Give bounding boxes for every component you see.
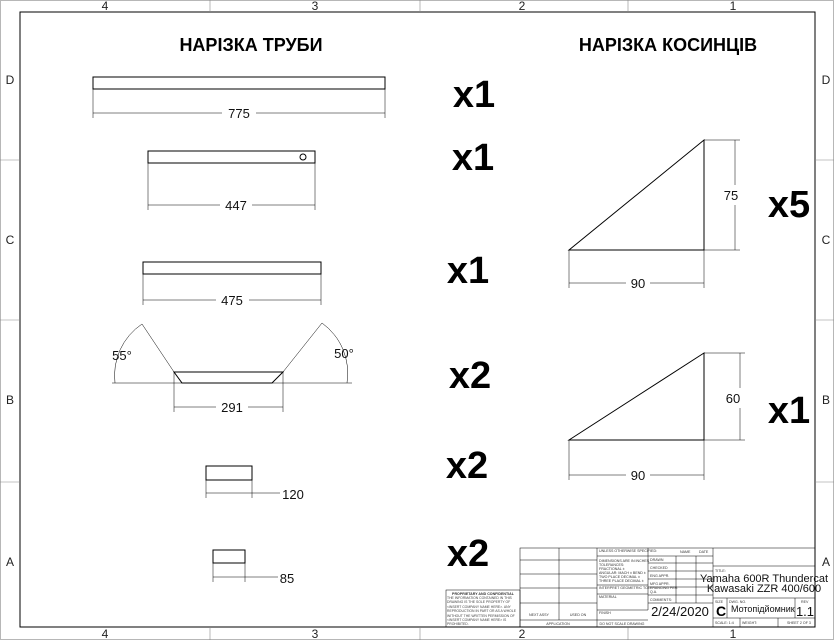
zone-col: 2 bbox=[519, 627, 526, 640]
dim-85: 85 bbox=[280, 571, 294, 586]
dim-90: 90 bbox=[631, 468, 645, 483]
drawn: DRAWN bbox=[650, 558, 664, 562]
scale: SCALE: 1:4 bbox=[715, 621, 734, 625]
zone-row: A bbox=[822, 555, 830, 569]
revision: 1.1 bbox=[796, 604, 814, 619]
gusset-part-60x90 bbox=[567, 352, 745, 480]
qty-part-3: x1 bbox=[447, 250, 489, 292]
pipe-part-447 bbox=[147, 150, 316, 210]
dims-note: DIMENSIONS ARE IN INCHES bbox=[599, 559, 650, 563]
weight: WEIGHT: bbox=[742, 621, 757, 625]
qty-gusset-2: x1 bbox=[768, 390, 810, 432]
dim-475: 475 bbox=[221, 293, 243, 308]
zone-col: 1 bbox=[730, 627, 737, 640]
qa: Q.A. bbox=[650, 590, 657, 594]
pipe-part-775 bbox=[92, 76, 386, 118]
dwg-no-label: DWG. NO. bbox=[729, 600, 746, 604]
dim-90: 90 bbox=[631, 276, 645, 291]
sheet-number: SHEET 2 OF 3 bbox=[787, 621, 811, 625]
pipe-part-291-angled bbox=[112, 322, 352, 412]
unless-specified: UNLESS OTHERWISE SPECIFIED: bbox=[599, 549, 657, 553]
zone-row: B bbox=[822, 393, 830, 407]
title-label: TITLE: bbox=[715, 569, 726, 573]
zone-col: 3 bbox=[312, 0, 319, 13]
proprietary-title: PROPRIETARY AND CONFIDENTIAL bbox=[452, 592, 515, 596]
application: APPLICATION bbox=[546, 622, 570, 626]
comments: COMMENTS: bbox=[650, 598, 672, 602]
proprietary-text: THE INFORMATION CONTAINED IN THIS DRAWIN… bbox=[447, 596, 516, 626]
used-on: USED ON bbox=[570, 613, 587, 617]
finish: FINISH bbox=[599, 611, 611, 615]
inner-border bbox=[19, 11, 816, 628]
gusset-part-75x90 bbox=[567, 138, 740, 288]
rev-label: REV bbox=[801, 600, 809, 604]
do-not-scale: DO NOT SCALE DRAWING bbox=[600, 622, 645, 626]
zone-row: C bbox=[822, 233, 831, 247]
angle-55: 55° bbox=[112, 348, 132, 363]
zone-col: 3 bbox=[312, 627, 319, 640]
size-label: SIZE bbox=[715, 600, 724, 604]
zone-col: 4 bbox=[102, 627, 109, 640]
angular: ANGULAR: MACH ± BEND ± bbox=[599, 571, 646, 575]
zone-row: D bbox=[822, 73, 831, 87]
three-place: THREE PLACE DECIMAL ± bbox=[599, 579, 644, 583]
material: MATERIAL bbox=[599, 595, 617, 599]
zone-row: C bbox=[6, 233, 15, 247]
qty-part-4: x2 bbox=[449, 355, 491, 397]
dim-775: 775 bbox=[228, 106, 250, 121]
angle-50: 50° bbox=[334, 346, 354, 361]
date-header: DATE bbox=[699, 550, 709, 554]
name-header: NAME bbox=[680, 550, 691, 554]
title-block: PROPRIETARY AND CONFIDENTIAL THE INFORMA… bbox=[445, 547, 828, 628]
qty-gusset-1: x5 bbox=[768, 184, 810, 226]
drawing-date: 2/24/2020 bbox=[651, 604, 709, 619]
checked: CHECKED bbox=[650, 566, 668, 570]
zone-col: 4 bbox=[102, 0, 109, 13]
pipe-part-85 bbox=[212, 549, 278, 582]
zone-row: B bbox=[6, 393, 14, 407]
pipe-part-120 bbox=[205, 465, 280, 498]
dim-60: 60 bbox=[726, 391, 740, 406]
mfg-appr: MFG APPR. bbox=[650, 582, 670, 586]
eng-appr: ENG APPR. bbox=[650, 574, 669, 578]
qty-part-2: x1 bbox=[452, 137, 494, 179]
title-line-1: Yamaha 600R Thundercat bbox=[700, 573, 828, 585]
fractional: FRACTIONAL ± bbox=[599, 567, 625, 571]
qty-part-1: x1 bbox=[453, 74, 495, 116]
interpret-note: INTERPRET GEOMETRIC TOLERANCING PER: bbox=[599, 586, 678, 590]
title-line-2: Kawasaki ZZR 400/600 bbox=[707, 583, 821, 595]
sheet-size: C bbox=[716, 603, 726, 619]
dim-120: 120 bbox=[282, 487, 304, 502]
tolerances: TOLERANCES: bbox=[599, 563, 624, 567]
zone-col: 1 bbox=[730, 0, 737, 13]
next-assy: NEXT ASSY bbox=[529, 613, 550, 617]
dim-75: 75 bbox=[724, 188, 738, 203]
dwg-no: Мотопідйомник bbox=[731, 604, 795, 614]
zone-col: 2 bbox=[519, 0, 526, 13]
qty-part-5: x2 bbox=[446, 445, 488, 487]
pipe-part-475 bbox=[142, 261, 322, 305]
zone-row: A bbox=[6, 555, 14, 569]
hole bbox=[299, 153, 307, 161]
two-place: TWO PLACE DECIMAL ± bbox=[599, 575, 640, 579]
qty-part-6: x2 bbox=[447, 533, 489, 575]
pipe-cutting-title: НАРІЗКА ТРУБИ bbox=[179, 35, 322, 55]
gusset-cutting-title: НАРІЗКА КОСИНЦІВ bbox=[579, 35, 757, 55]
dim-447: 447 bbox=[225, 198, 247, 213]
dim-291: 291 bbox=[221, 400, 243, 415]
zone-row: D bbox=[6, 73, 15, 87]
